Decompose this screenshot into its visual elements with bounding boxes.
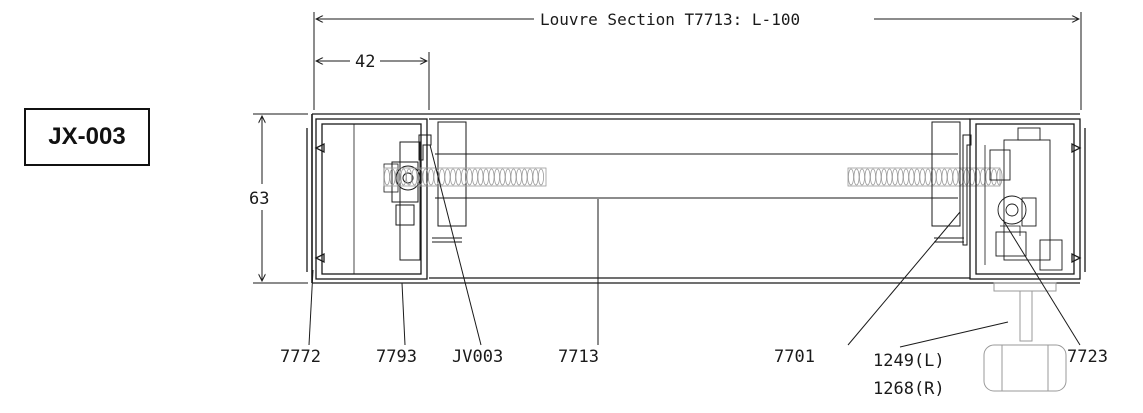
spring-coil [864,168,871,186]
right-spring [847,167,1003,187]
spring-coil [444,168,451,186]
spring-coil [527,168,534,186]
label-7713: 7713 [558,347,599,367]
label-1249-left: 1249(L) [873,351,945,371]
right-gear-mechanism [984,127,1063,271]
width-dimension-label: 42 [355,52,375,72]
drawing-code-box: JX-003 [24,108,150,166]
width-dimension [316,52,430,110]
spring-coil [493,168,500,186]
spring-coil [455,168,462,186]
spring-coil [925,168,932,186]
spring-coil [499,168,506,186]
label-7701: 7701 [774,347,815,367]
spring-coil [919,168,926,186]
label-1268-right: 1268(R) [873,379,945,399]
spring-coil [538,168,545,186]
right-channel-7723 [969,118,1086,280]
label-7793: 7793 [376,347,417,367]
left-spring [383,167,547,187]
spring-coil [853,168,860,186]
spring-coil [952,168,959,186]
spring-coil [903,168,910,186]
spring-coil [886,168,893,186]
spring-coil [427,168,434,186]
spring-coil [488,168,495,186]
operating-handle [983,282,1067,392]
spring-coil [936,168,943,186]
spring-coil [892,168,899,186]
spring-coil [859,168,866,186]
right-bracket-7701 [931,121,972,246]
spring-coil [449,168,456,186]
spring-coil [947,168,954,186]
spring-coil [482,168,489,186]
label-7723: 7723 [1067,347,1108,367]
label-7772: 7772 [280,347,321,367]
spring-coil [848,168,855,186]
leader-lines [308,144,1081,348]
spring-coil [991,168,998,186]
spring-coil [471,168,478,186]
spring-coil [870,168,877,186]
height-dimension-label: 63 [249,189,269,209]
spring-coil [996,168,1003,186]
louvre-frame [312,113,1080,284]
height-dimension [253,113,308,284]
spring-coil [516,168,523,186]
spring-coil [477,168,484,186]
spring-coil [875,168,882,186]
spring-coil [941,168,948,186]
spring-coil [914,168,921,186]
spring-coil [466,168,473,186]
spring-coil [438,168,445,186]
spring-coil [504,168,511,186]
spring-coil [897,168,904,186]
overall-length-dimension [313,12,1082,110]
drawing-title: Louvre Section T7713: L-100 [540,10,800,29]
spring-coil [510,168,517,186]
left-channel-7793 [306,114,428,283]
spring-coil [383,168,390,186]
spring-coil [908,168,915,186]
spring-coil [881,168,888,186]
spring-coil [532,168,539,186]
label-jv003: JV003 [452,347,503,367]
spring-coil [521,168,528,186]
drawing-code-label: JX-003 [48,123,126,150]
